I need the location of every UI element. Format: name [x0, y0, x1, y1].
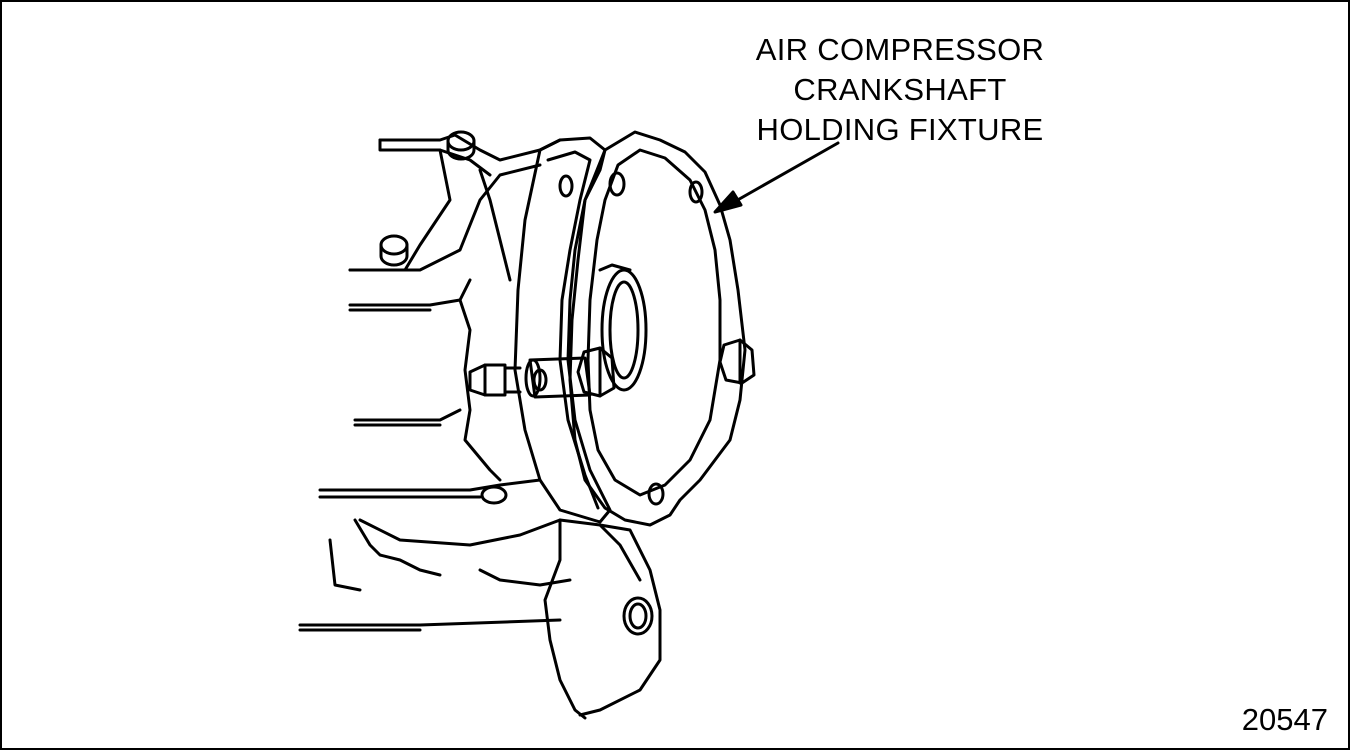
callout-arrow — [715, 143, 838, 212]
callout-line-2: CRANKSHAFT — [793, 72, 1007, 107]
callout-line-3: HOLDING FIXTURE — [756, 112, 1044, 147]
adapter-flange — [515, 138, 610, 522]
callout-line-1: AIR COMPRESSOR — [755, 32, 1045, 67]
callout-label: AIR COMPRESSOR CRANKSHAFT HOLDING FIXTUR… — [700, 30, 1100, 150]
holding-fixture — [570, 132, 754, 525]
mounting-bracket — [545, 520, 660, 718]
figure-number: 20547 — [1241, 702, 1328, 737]
compressor-housing — [300, 132, 570, 630]
